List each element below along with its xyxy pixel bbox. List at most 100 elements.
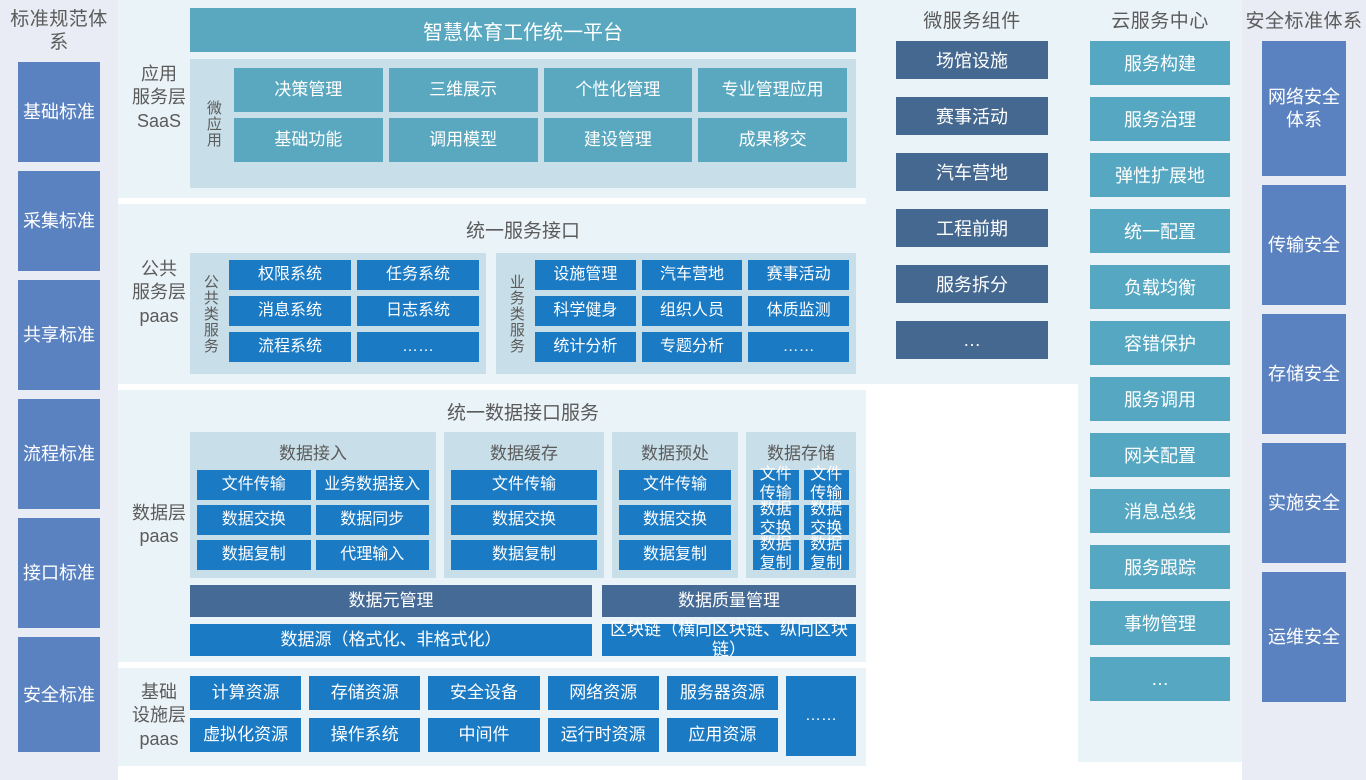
microservice-item[interactable]: 工程前期 <box>896 209 1048 248</box>
data-group-item[interactable]: 数据交换 <box>753 501 799 537</box>
public-service-item[interactable]: …… <box>748 332 849 362</box>
data-group-item[interactable]: 数据交换 <box>619 505 731 535</box>
public-service-item[interactable]: 日志系统 <box>357 296 479 326</box>
public-service-item[interactable]: 消息系统 <box>229 296 351 326</box>
cloud-item[interactable]: 弹性扩展地 <box>1090 153 1230 198</box>
cloud-item[interactable]: … <box>1090 657 1230 702</box>
data-group: 数据接入文件传输业务数据接入数据交换数据同步数据复制代理输入 <box>190 432 436 578</box>
infrastructure-item[interactable]: 操作系统 <box>309 718 421 752</box>
standards-item[interactable]: 采集标准 <box>18 171 100 272</box>
standards-item[interactable]: 流程标准 <box>18 399 100 510</box>
infrastructure-item[interactable]: 应用资源 <box>666 718 778 752</box>
microservice-item[interactable]: … <box>896 321 1048 360</box>
micro-application-item[interactable]: 基础功能 <box>234 118 383 162</box>
data-management-item[interactable]: 数据质量管理 <box>602 585 856 617</box>
data-group-item[interactable]: 业务数据接入 <box>315 470 429 500</box>
standards-item[interactable]: 接口标准 <box>18 518 100 629</box>
security-item[interactable]: 网络安全体系 <box>1262 41 1346 177</box>
public-service-item[interactable]: 科学健身 <box>535 296 636 326</box>
public-service-item[interactable]: 任务系统 <box>357 260 479 290</box>
public-service-item[interactable]: 汽车营地 <box>641 260 743 290</box>
data-group-item[interactable]: 代理输入 <box>315 540 429 570</box>
data-source-item[interactable]: 区块链（横向区块链、纵向区块链） <box>602 620 856 659</box>
cloud-column-title: 云服务中心 <box>1111 11 1209 32</box>
infrastructure-item[interactable]: 存储资源 <box>309 676 421 710</box>
public-service-item[interactable]: 专题分析 <box>641 332 743 362</box>
infrastructure-more-box[interactable]: …… <box>786 676 856 756</box>
data-management-item[interactable]: 数据元管理 <box>190 585 592 617</box>
standards-item[interactable]: 安全标准 <box>18 637 100 753</box>
cloud-item[interactable]: 事物管理 <box>1090 601 1230 646</box>
data-group-item[interactable]: 数据同步 <box>315 505 429 535</box>
cloud-item[interactable]: 负载均衡 <box>1090 265 1230 310</box>
micro-application-item[interactable]: 三维展示 <box>388 68 538 112</box>
infrastructure-layer-section: 基础 设施层 paas 计算资源存储资源安全设备网络资源服务器资源虚拟化资源操作… <box>118 668 866 766</box>
micro-application-item[interactable]: 建设管理 <box>543 118 693 162</box>
microservice-item[interactable]: 汽车营地 <box>896 153 1048 192</box>
cloud-item[interactable]: 服务构建 <box>1090 41 1230 86</box>
public-service-group-label: 公共类服务 <box>201 273 219 354</box>
data-group-item[interactable]: 数据交换 <box>197 505 311 535</box>
data-source-item[interactable]: 数据源（格式化、非格式化） <box>190 624 592 656</box>
microservice-column-title: 微服务组件 <box>923 11 1021 32</box>
data-group-item[interactable]: 文件传输 <box>197 470 311 500</box>
microservice-item[interactable]: 服务拆分 <box>896 265 1048 304</box>
public-service-item[interactable]: 赛事活动 <box>748 260 849 290</box>
infrastructure-item[interactable]: 服务器资源 <box>666 676 778 710</box>
micro-application-item[interactable]: 个性化管理 <box>543 68 693 112</box>
cloud-item[interactable]: 消息总线 <box>1090 489 1230 534</box>
security-item[interactable]: 实施安全 <box>1262 443 1346 564</box>
data-group-item[interactable]: 数据交换 <box>451 505 597 535</box>
data-group-item[interactable]: 数据复制 <box>197 540 311 570</box>
public-service-item[interactable]: 流程系统 <box>229 332 351 362</box>
infrastructure-item[interactable]: 虚拟化资源 <box>190 718 302 752</box>
public-service-item[interactable]: 设施管理 <box>535 260 636 290</box>
public-service-item[interactable]: 体质监测 <box>748 296 849 326</box>
data-group: 数据存储文件传输文件传输数据交换数据交换数据复制数据复制 <box>746 432 856 578</box>
microservice-item[interactable]: 赛事活动 <box>896 97 1048 136</box>
data-group-item[interactable]: 数据交换 <box>803 501 849 537</box>
data-group-item[interactable]: 数据复制 <box>803 536 849 572</box>
public-service-grid: 权限系统任务系统消息系统日志系统流程系统…… <box>229 260 479 367</box>
cloud-item[interactable]: 服务调用 <box>1090 377 1230 422</box>
standards-item[interactable]: 基础标准 <box>18 62 100 163</box>
data-group-item[interactable]: 文件传输 <box>803 466 849 502</box>
standards-column-title: 标准规范体系 <box>10 9 108 54</box>
public-service-item[interactable]: …… <box>357 332 479 362</box>
data-group-item[interactable]: 文件传输 <box>451 470 597 500</box>
data-group-title: 数据缓存 <box>490 444 558 463</box>
infrastructure-item[interactable]: 中间件 <box>428 718 540 752</box>
data-group-item[interactable]: 文件传输 <box>753 466 799 502</box>
micro-application-item[interactable]: 决策管理 <box>234 68 383 112</box>
data-group-item[interactable]: 数据复制 <box>451 540 597 570</box>
cloud-item[interactable]: 统一配置 <box>1090 209 1230 254</box>
security-item[interactable]: 存储安全 <box>1262 314 1346 435</box>
public-service-item[interactable]: 权限系统 <box>229 260 351 290</box>
infrastructure-item[interactable]: 安全设备 <box>428 676 540 710</box>
infrastructure-item[interactable]: 网络资源 <box>547 676 659 710</box>
cloud-item[interactable]: 服务治理 <box>1090 97 1230 142</box>
data-group: 数据预处文件传输数据交换数据复制 <box>612 432 738 578</box>
cloud-item-list: 服务构建服务治理弹性扩展地统一配置负载均衡容错保护服务调用网关配置消息总线服务跟… <box>1090 41 1230 713</box>
microservice-item[interactable]: 场馆设施 <box>896 41 1048 80</box>
micro-application-item[interactable]: 成果移交 <box>698 118 847 162</box>
security-item[interactable]: 传输安全 <box>1262 185 1346 306</box>
infrastructure-item[interactable]: 计算资源 <box>190 676 302 710</box>
standards-item[interactable]: 共享标准 <box>18 280 100 391</box>
data-group-item[interactable]: 数据复制 <box>753 536 799 572</box>
cloud-item[interactable]: 网关配置 <box>1090 433 1230 478</box>
data-group-item[interactable]: 文件传输 <box>619 470 731 500</box>
infrastructure-item[interactable]: 运行时资源 <box>547 718 659 752</box>
data-layer-label-line2: paas <box>139 526 179 546</box>
cloud-item[interactable]: 容错保护 <box>1090 321 1230 366</box>
data-group-item[interactable]: 数据复制 <box>619 540 731 570</box>
public-service-item[interactable]: 组织人员 <box>641 296 743 326</box>
micro-application-item[interactable]: 调用模型 <box>388 118 538 162</box>
cloud-item[interactable]: 服务跟踪 <box>1090 545 1230 590</box>
security-item[interactable]: 运维安全 <box>1262 572 1346 703</box>
public-service-layer-label: 公共 服务层 paas <box>128 212 190 374</box>
microservice-column: 微服务组件 场馆设施赛事活动汽车营地工程前期服务拆分 … <box>866 0 1078 384</box>
public-service-item[interactable]: 统计分析 <box>535 332 636 362</box>
micro-application-item[interactable]: 专业管理应用 <box>698 68 847 112</box>
public-service-group-label: 业务类服务 <box>507 273 525 354</box>
